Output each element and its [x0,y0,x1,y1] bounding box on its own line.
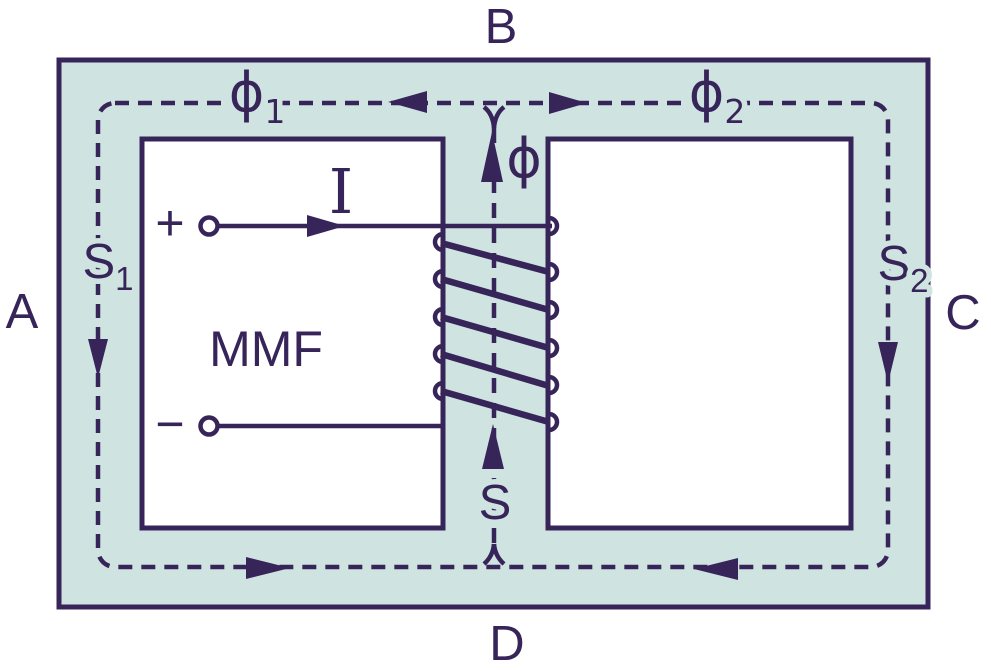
current-arrow-icon [307,215,345,237]
bottom-fork-right-branch [491,543,506,566]
flux1-left-arrow-icon [388,91,427,113]
plus-sign: + [155,195,184,251]
center-top-up-arrow-icon [481,132,503,182]
corner-label-d: D [489,617,524,671]
coil-turn [440,239,550,276]
reluctance1-symbol: S [82,235,115,289]
corner-label-b: B [485,0,518,54]
reluctance2-subscript: 2 [910,262,928,299]
top-fork-right-branch [491,105,506,129]
mmf-label: MMF [209,321,323,377]
left-limb-down-arrow-icon [88,339,108,378]
coil-turn-hook [432,306,444,328]
coil-turn-hook [548,337,560,359]
labels: A B C D MMF I + − ϕ1 ϕ2 ϕ S1 S2 S [6,0,981,671]
current-label: I [329,155,354,228]
coil-turn-hook [548,261,560,283]
reluctance1-label: S1 [82,235,133,297]
center-reluctance-label: S [479,476,512,530]
flux2-subscript: 2 [724,92,745,131]
flux-loop-path [95,100,891,570]
reluctance1-subscript: 1 [115,260,133,297]
flux-paths [88,91,898,580]
coil-turn-hook [432,343,444,365]
reluctance2-symbol: S [877,237,910,291]
flux1-subscript: 1 [264,92,285,131]
coil-turn-hook [432,380,444,402]
flux2-symbol: ϕ [689,61,725,124]
center-bottom-up-arrow-icon [482,424,504,469]
corner-label-c: C [945,286,980,340]
positive-terminal [198,215,220,237]
bottom-right-left-arrow-icon [694,558,738,580]
flux1-label: ϕ1 [229,61,286,131]
left-window [139,136,446,531]
negative-terminal [198,415,220,437]
flux2-label: ϕ2 [689,61,746,131]
flux1-symbol: ϕ [229,61,265,124]
right-window [545,136,854,531]
coil-turn-hook [548,374,560,396]
bottom-left-right-arrow-icon [246,557,290,579]
coil-turn-hook [548,411,560,433]
coil-turn [440,350,550,390]
coil-turn [440,275,550,314]
coil-turn-hook [432,268,444,290]
total-flux-label: ϕ [506,127,542,190]
coil [198,215,560,437]
flux2-right-arrow-icon [549,92,587,114]
coil-turn-hook [432,231,444,253]
right-limb-down-arrow-icon [878,342,898,383]
coil-turn [440,313,550,352]
corner-label-a: A [6,285,39,339]
coil-turn [440,387,550,426]
coil-turn-hook [548,215,560,237]
minus-sign: − [155,396,184,452]
coil-turn-hook [548,299,560,321]
